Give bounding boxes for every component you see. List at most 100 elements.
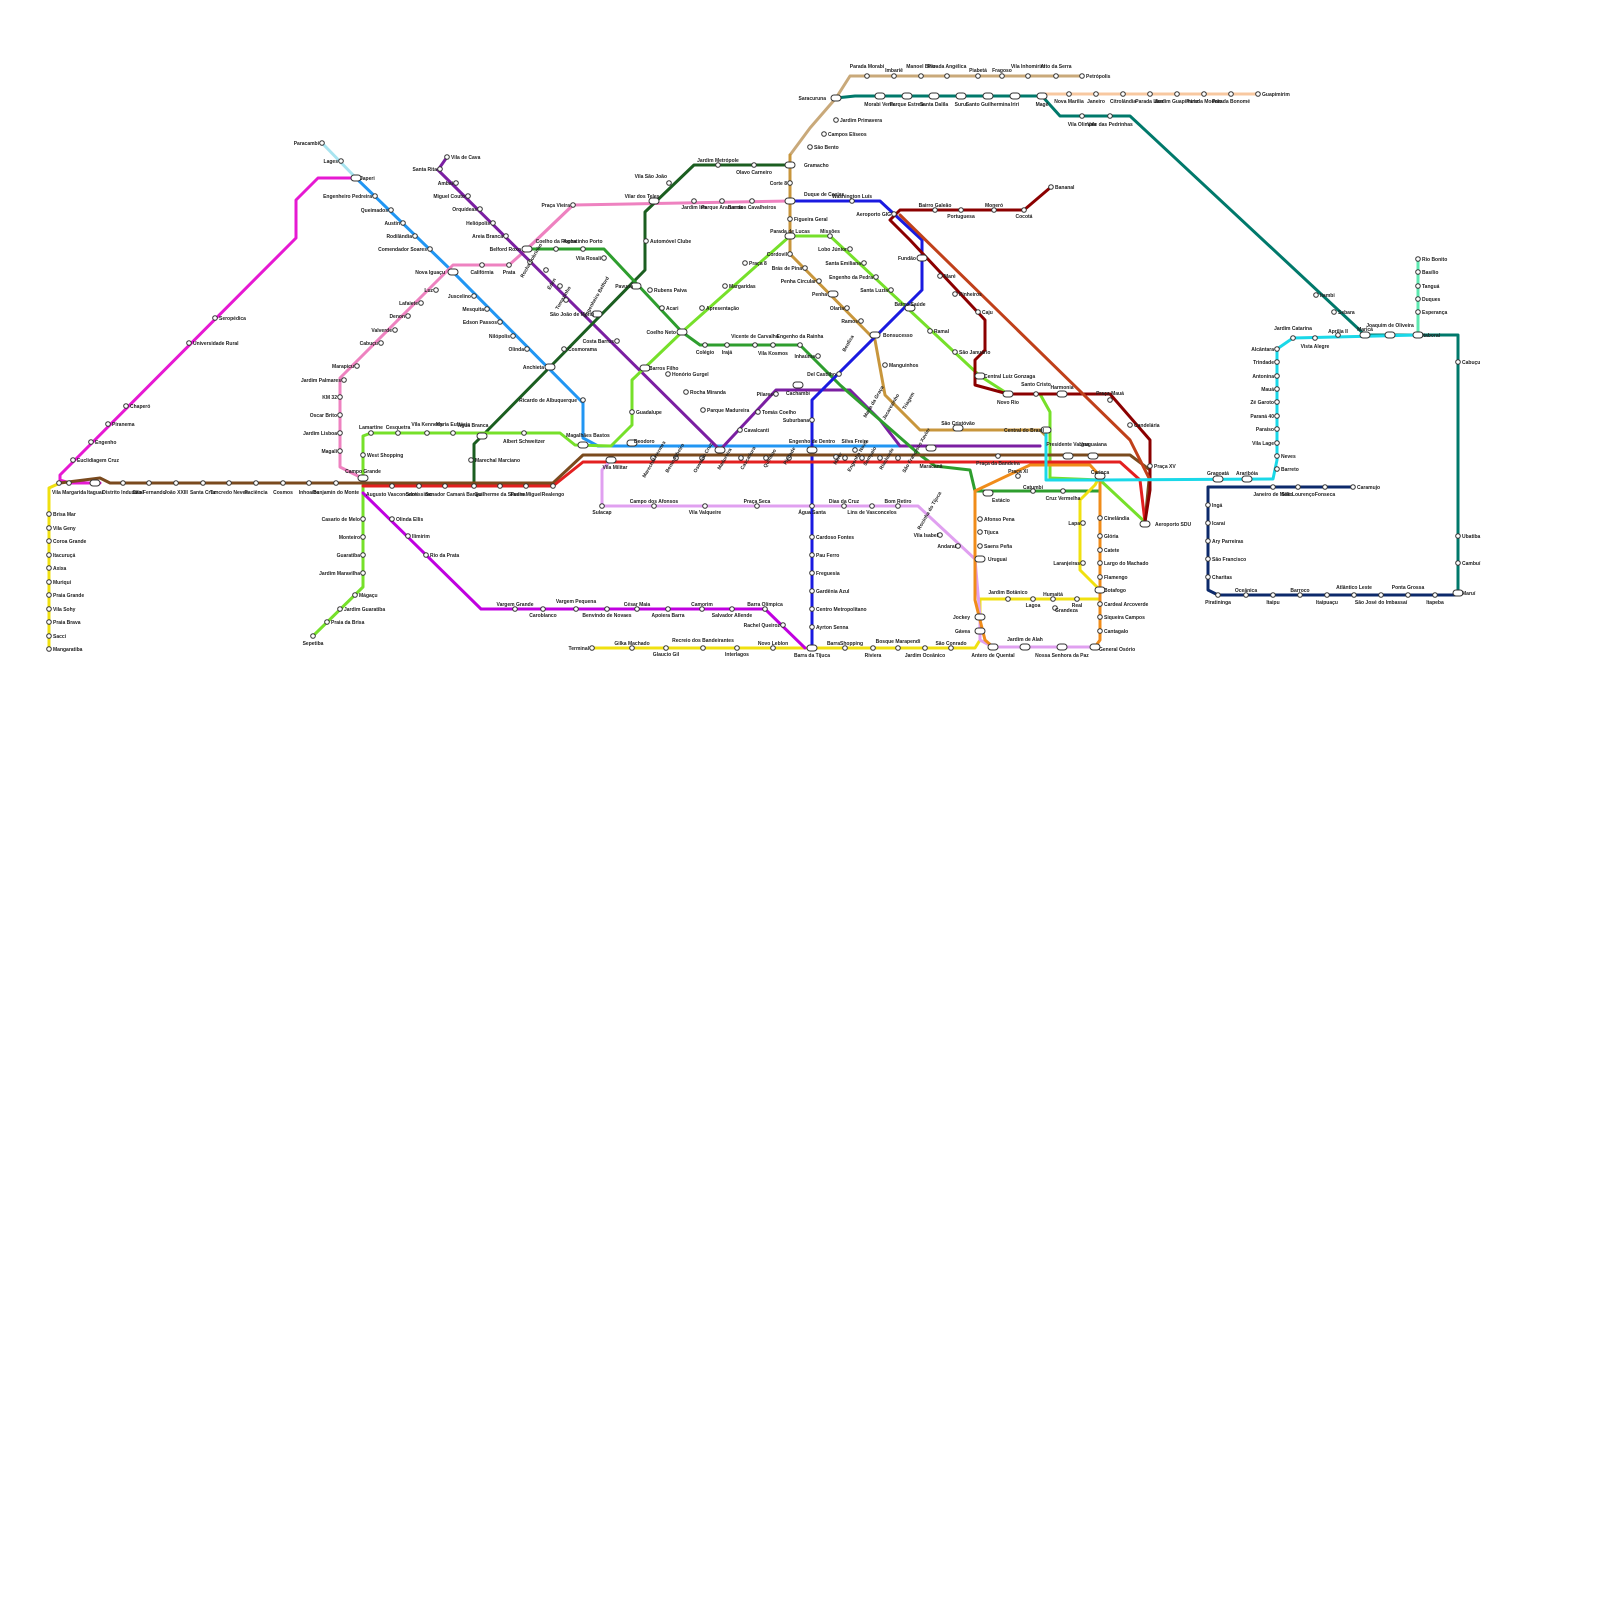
station-marker[interactable] (1415, 256, 1421, 262)
station-marker[interactable] (852, 447, 858, 453)
station-marker[interactable] (861, 260, 867, 266)
station-marker[interactable] (418, 300, 424, 306)
station-marker[interactable] (46, 633, 52, 639)
station-marker[interactable] (1274, 453, 1280, 459)
station-marker[interactable] (389, 483, 395, 489)
station-marker[interactable] (932, 207, 938, 213)
station-interchange-marker[interactable] (1212, 475, 1224, 483)
station-marker[interactable] (1215, 592, 1221, 598)
station-marker[interactable] (510, 333, 516, 339)
station-marker[interactable] (1274, 399, 1280, 405)
station-interchange-marker[interactable] (974, 555, 986, 563)
station-marker[interactable] (722, 283, 728, 289)
station-interchange-marker[interactable] (577, 441, 589, 449)
station-interchange-marker[interactable] (639, 364, 651, 372)
station-interchange-marker[interactable] (630, 282, 642, 290)
station-marker[interactable] (46, 619, 52, 625)
station-marker[interactable] (1297, 592, 1303, 598)
station-marker[interactable] (809, 588, 815, 594)
station-marker[interactable] (1415, 296, 1421, 302)
station-marker[interactable] (527, 259, 533, 265)
station-marker[interactable] (46, 511, 52, 517)
station-interchange-marker[interactable] (1089, 643, 1101, 651)
station-marker[interactable] (337, 394, 343, 400)
station-marker[interactable] (1107, 397, 1113, 403)
station-marker[interactable] (873, 274, 879, 280)
station-marker[interactable] (1274, 466, 1280, 472)
station-marker[interactable] (1097, 601, 1103, 607)
station-marker[interactable] (742, 260, 748, 266)
station-marker[interactable] (647, 287, 653, 293)
station-marker[interactable] (1415, 309, 1421, 315)
station-marker[interactable] (809, 606, 815, 612)
station-marker[interactable] (437, 166, 443, 172)
station-marker[interactable] (319, 140, 325, 146)
station-marker[interactable] (310, 633, 316, 639)
station-marker[interactable] (1127, 422, 1133, 428)
station-marker[interactable] (388, 207, 394, 213)
station-marker[interactable] (589, 645, 595, 651)
station-marker[interactable] (895, 645, 901, 651)
station-interchange-marker[interactable] (874, 92, 886, 100)
station-interchange-marker[interactable] (447, 268, 459, 276)
station-marker[interactable] (1107, 113, 1113, 119)
station-marker[interactable] (1005, 596, 1011, 602)
station-marker[interactable] (699, 606, 705, 612)
station-marker[interactable] (952, 349, 958, 355)
station-marker[interactable] (882, 362, 888, 368)
station-marker[interactable] (858, 318, 864, 324)
station-marker[interactable] (752, 342, 758, 348)
station-marker[interactable] (762, 606, 768, 612)
station-marker[interactable] (807, 144, 813, 150)
station-marker[interactable] (895, 455, 901, 461)
station-marker[interactable] (503, 233, 509, 239)
station-marker[interactable] (46, 565, 52, 571)
station-marker[interactable] (1455, 533, 1461, 539)
station-marker[interactable] (614, 338, 620, 344)
station-marker[interactable] (737, 427, 743, 433)
station-marker[interactable] (842, 455, 848, 461)
station-marker[interactable] (1080, 520, 1086, 526)
station-marker[interactable] (816, 278, 822, 284)
station-marker[interactable] (991, 207, 997, 213)
station-marker[interactable] (1147, 463, 1153, 469)
station-marker[interactable] (378, 340, 384, 346)
station-marker[interactable] (1322, 484, 1328, 490)
station-marker[interactable] (770, 645, 776, 651)
station-marker[interactable] (699, 455, 705, 461)
station-marker[interactable] (46, 552, 52, 558)
station-interchange-marker[interactable] (784, 232, 796, 240)
station-marker[interactable] (700, 407, 706, 413)
station-marker[interactable] (416, 483, 422, 489)
station-marker[interactable] (888, 287, 894, 293)
station-marker[interactable] (787, 216, 793, 222)
station-interchange-marker[interactable] (1452, 589, 1464, 597)
station-marker[interactable] (786, 455, 792, 461)
station-marker[interactable] (1274, 346, 1280, 352)
station-interchange-marker[interactable] (1056, 643, 1068, 651)
station-marker[interactable] (738, 455, 744, 461)
station-marker[interactable] (937, 532, 943, 538)
station-interchange-marker[interactable] (830, 94, 842, 102)
station-marker[interactable] (787, 251, 793, 257)
station-marker[interactable] (937, 273, 943, 279)
station-interchange-marker[interactable] (648, 197, 660, 205)
station-marker[interactable] (859, 455, 865, 461)
station-marker[interactable] (1205, 502, 1211, 508)
station-interchange-marker[interactable] (869, 331, 881, 339)
station-marker[interactable] (1074, 596, 1080, 602)
station-marker[interactable] (66, 480, 72, 486)
station-marker[interactable] (1455, 560, 1461, 566)
station-interchange-marker[interactable] (1002, 390, 1014, 398)
station-marker[interactable] (763, 455, 769, 461)
station-interchange-marker[interactable] (982, 489, 994, 497)
station-marker[interactable] (749, 198, 755, 204)
station-marker[interactable] (392, 327, 398, 333)
station-marker[interactable] (306, 480, 312, 486)
station-marker[interactable] (629, 409, 635, 415)
station-marker[interactable] (1053, 73, 1059, 79)
station-marker[interactable] (477, 206, 483, 212)
station-marker[interactable] (433, 287, 439, 293)
station-marker[interactable] (1033, 391, 1039, 397)
station-marker[interactable] (663, 645, 669, 651)
